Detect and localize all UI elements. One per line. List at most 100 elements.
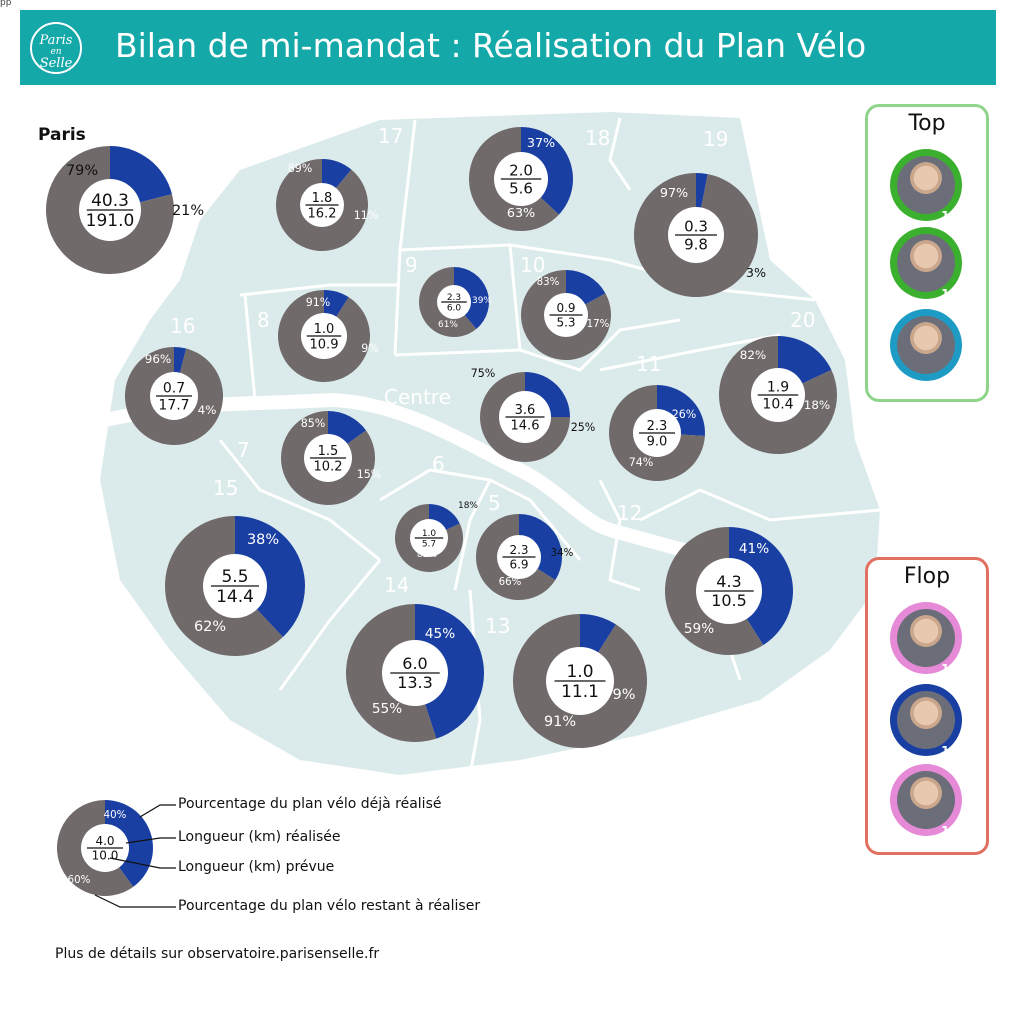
legend-pct-done-label: Pourcentage du plan vélo déjà réalisé bbox=[178, 796, 442, 812]
done-km-value: 1.5 bbox=[318, 444, 339, 459]
planned-km-value: 14.6 bbox=[511, 418, 540, 433]
done-km-value: 2.3 bbox=[647, 419, 668, 434]
legend-planned-km-label: Longueur (km) prévue bbox=[178, 859, 335, 875]
label-19: 19 bbox=[703, 127, 728, 151]
donut-6: 0.717.796%4% bbox=[124, 347, 223, 446]
top-panel: Top 14e 12e 9e bbox=[865, 104, 989, 402]
pct-remaining-label: 97% bbox=[660, 186, 688, 201]
pct-remaining-label: 85% bbox=[301, 417, 326, 430]
paris-label: Paris bbox=[38, 125, 86, 145]
top-avatar-2: 12e bbox=[890, 227, 966, 301]
label-8: 8 bbox=[257, 308, 270, 332]
done-km-value: 2.0 bbox=[509, 161, 533, 179]
slice-done bbox=[415, 604, 485, 739]
pct-done-label: 18% bbox=[804, 398, 830, 412]
planned-km-value: 6.9 bbox=[509, 557, 528, 571]
pct-done-label: 9% bbox=[361, 342, 379, 355]
label-14: 14 bbox=[384, 573, 409, 597]
planned-km-value: 11.1 bbox=[561, 682, 599, 702]
avatar-badge: 14e bbox=[941, 209, 966, 223]
label-20: 20 bbox=[790, 308, 815, 332]
pct-done-label: 18% bbox=[458, 501, 478, 511]
label-18: 18 bbox=[585, 126, 610, 150]
done-km-value: 5.5 bbox=[221, 567, 248, 587]
donut-13: 5.514.4 62% 38% bbox=[165, 516, 306, 656]
donut-16: 1.011.191%9% bbox=[512, 614, 647, 748]
pct-done-label: 15% bbox=[357, 468, 382, 481]
legend-pct-remaining-label: Pourcentage du plan vélo restant à réali… bbox=[178, 898, 481, 914]
pct-done-label: 39% bbox=[472, 296, 492, 306]
pct-done-label: 21% bbox=[172, 203, 204, 219]
flop-avatar-3: 13e bbox=[890, 764, 966, 838]
pct-remaining-label: 79% bbox=[66, 163, 98, 179]
pct-done-label: 38% bbox=[247, 532, 279, 548]
pct-remaining-label: 62% bbox=[194, 619, 226, 635]
legend-done-km-label: Longueur (km) réalisée bbox=[178, 829, 341, 845]
pct-remaining-label: 55% bbox=[372, 701, 402, 717]
done-km-value: 3.6 bbox=[515, 403, 536, 418]
pct-done-label: 41% bbox=[739, 541, 769, 557]
flop-avatar-2: 16e bbox=[890, 684, 966, 758]
pct-remaining-label: 66% bbox=[499, 577, 522, 588]
planned-km-value: 10.9 bbox=[310, 337, 339, 352]
planned-km-value: 10.4 bbox=[762, 396, 793, 412]
label-centre: Centre bbox=[384, 385, 451, 409]
pct-done-label: 26% bbox=[672, 408, 697, 421]
avatar-photo bbox=[897, 156, 955, 214]
pct-done-label: 4% bbox=[198, 403, 217, 417]
pct-done-label: 11% bbox=[354, 209, 379, 222]
label-12: 12 bbox=[617, 501, 642, 525]
pct-done-label: 45% bbox=[425, 626, 455, 642]
donut-legend: 4.010.060%40% bbox=[57, 800, 154, 897]
label-6: 6 bbox=[432, 452, 445, 476]
pct-done-label: 9% bbox=[613, 687, 636, 703]
pct-remaining-label: 91% bbox=[544, 714, 576, 730]
planned-km-value: 5.6 bbox=[509, 179, 533, 197]
top-avatar-3: 9e bbox=[890, 309, 966, 383]
planned-km-value: 14.4 bbox=[216, 587, 254, 607]
slice-done bbox=[454, 267, 489, 329]
legend-leader-lines bbox=[94, 804, 176, 908]
planned-km-value: 5.3 bbox=[556, 315, 575, 329]
flop-panel: Flop 19e 16e 13e bbox=[865, 557, 989, 855]
planned-km-value: 17.7 bbox=[158, 397, 189, 413]
pct-remaining-label: 82% bbox=[740, 348, 766, 362]
pct-remaining-label: 82% bbox=[417, 550, 437, 560]
pct-done-label: 37% bbox=[527, 136, 555, 151]
donut-7: 3.614.675%25% bbox=[471, 367, 596, 462]
planned-km-value: 9.8 bbox=[684, 235, 708, 253]
donut-15: 6.013.355%45% bbox=[346, 604, 485, 742]
arrondissement-borders bbox=[218, 117, 881, 776]
label-5: 5 bbox=[488, 491, 501, 515]
donut-0: 1.816.289%11% bbox=[275, 159, 379, 252]
avatar-badge: 16e bbox=[941, 744, 966, 758]
avatar-badge: 13e bbox=[941, 824, 966, 838]
donut-10: 1.510.285%15% bbox=[281, 410, 382, 505]
pct-remaining-label: 61% bbox=[438, 320, 458, 330]
pct-done-label: 25% bbox=[571, 421, 596, 434]
done-km-value: 1.8 bbox=[312, 191, 333, 206]
done-km-value: 40.3 bbox=[91, 191, 129, 211]
planned-km-value: 13.3 bbox=[397, 673, 433, 692]
done-km-value: 0.9 bbox=[556, 301, 575, 315]
avatar-badge: 19e bbox=[941, 662, 966, 676]
done-km-value: 2.3 bbox=[447, 293, 461, 303]
donut-11: 1.05.782%18% bbox=[395, 501, 478, 572]
planned-km-value: 9.0 bbox=[647, 434, 668, 449]
donut-1: 2.05.663%37% bbox=[468, 127, 573, 231]
done-km-value: 4.3 bbox=[716, 572, 741, 591]
donut-12: 2.36.966%34% bbox=[475, 514, 574, 600]
pct-done-label: 40% bbox=[104, 810, 127, 821]
pct-remaining-label: 91% bbox=[306, 296, 331, 309]
pct-remaining-label: 89% bbox=[288, 162, 313, 175]
done-km-value: 2.3 bbox=[509, 543, 528, 557]
donut-9: 1.910.482%18% bbox=[719, 336, 837, 455]
pct-remaining-label: 83% bbox=[537, 277, 560, 288]
pct-done-label: 17% bbox=[587, 319, 610, 330]
donut-8: 2.39.074%26% bbox=[609, 385, 705, 482]
planned-km-value: 10.0 bbox=[92, 848, 119, 862]
donut-charts: 1.816.289%11%2.05.663%37%0.39.897%3%2.36… bbox=[45, 127, 837, 897]
